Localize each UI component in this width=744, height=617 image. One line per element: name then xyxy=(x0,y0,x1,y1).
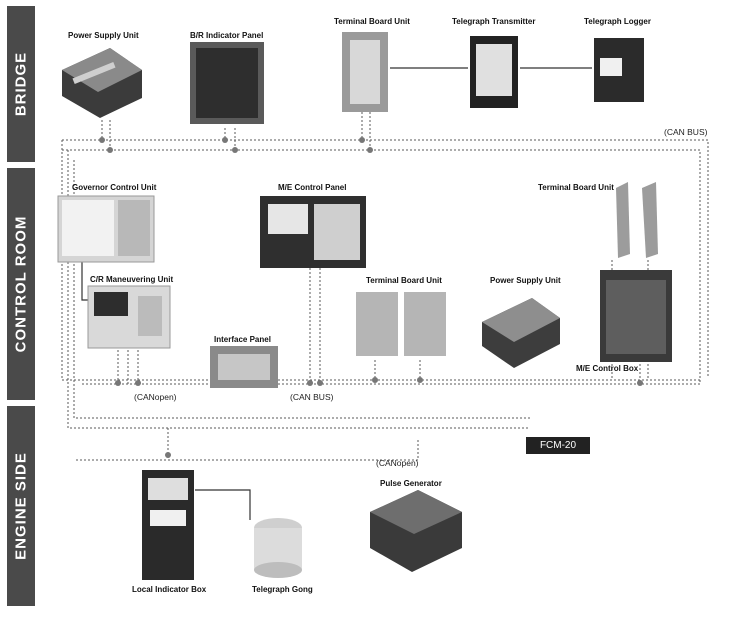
local-indicator-box-image xyxy=(142,470,194,580)
label-can-bus-mid: (CAN BUS) xyxy=(290,392,334,402)
label-terminal-board-bridge: Terminal Board Unit xyxy=(334,17,410,26)
terminal-board-unit-mid-image xyxy=(356,292,446,356)
label-me-control-box: M/E Control Box xyxy=(576,364,639,373)
power-supply-unit-bridge-image xyxy=(62,48,142,118)
label-telegraph-logger: Telegraph Logger xyxy=(584,17,651,26)
terminal-board-unit-top-image xyxy=(616,182,658,258)
me-control-panel-image xyxy=(260,196,366,268)
telegraph-gong-image xyxy=(254,518,302,578)
pulse-generator-image xyxy=(370,490,462,572)
label-br-indicator: B/R Indicator Panel xyxy=(190,31,264,40)
label-interface-panel: Interface Panel xyxy=(214,335,271,344)
cr-maneuvering-unit-image xyxy=(87,285,171,349)
fcm-20-module: FCM-20 xyxy=(526,437,590,454)
label-terminal-board-top: Terminal Board Unit xyxy=(538,183,614,192)
me-control-box-image xyxy=(600,270,672,362)
junction-dots xyxy=(99,137,643,458)
label-local-indicator: Local Indicator Box xyxy=(132,585,207,594)
terminal-board-unit-bridge-image xyxy=(342,32,388,112)
label-canopen-left: (CANopen) xyxy=(134,392,177,402)
label-telegraph-transmitter: Telegraph Transmitter xyxy=(452,17,536,26)
governor-control-unit-image xyxy=(57,195,155,263)
interface-panel-image xyxy=(210,346,278,388)
label-governor-control: Governor Control Unit xyxy=(72,183,157,192)
label-pulse-generator: Pulse Generator xyxy=(380,479,442,488)
label-power-supply-cr: Power Supply Unit xyxy=(490,276,561,285)
telegraph-transmitter-image xyxy=(470,36,518,108)
br-indicator-panel-image xyxy=(190,42,264,124)
label-me-control-panel: M/E Control Panel xyxy=(278,183,347,192)
section-bridge: BRIDGE xyxy=(7,6,35,162)
label-power-supply-bridge: Power Supply Unit xyxy=(68,31,139,40)
direct-links xyxy=(81,67,592,520)
power-supply-unit-cr-image xyxy=(482,298,560,368)
label-terminal-board-mid: Terminal Board Unit xyxy=(366,276,442,285)
label-canopen-bottom: (CANopen) xyxy=(376,458,419,468)
telegraph-logger-image xyxy=(594,38,644,102)
label-telegraph-gong: Telegraph Gong xyxy=(252,585,313,594)
label-cr-maneuvering: C/R Maneuvering Unit xyxy=(90,275,174,284)
section-control-room: CONTROL ROOM xyxy=(7,168,35,400)
section-engine-side: ENGINE SIDE xyxy=(7,406,35,606)
label-can-bus-top: (CAN BUS) xyxy=(664,127,708,137)
